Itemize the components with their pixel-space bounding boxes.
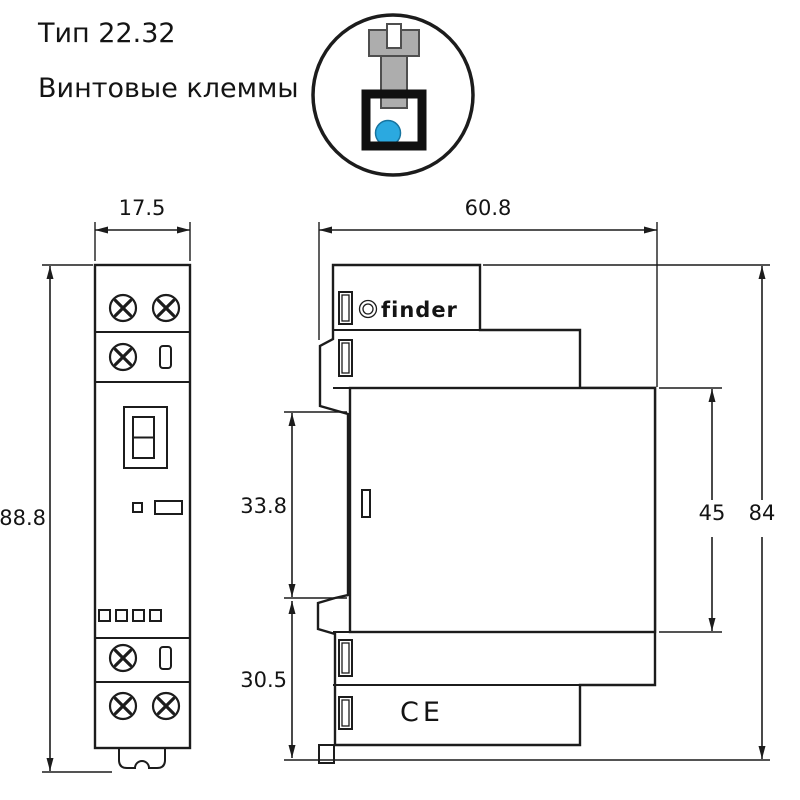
dim-side-upper: 33.8	[240, 411, 347, 599]
led-window	[132, 502, 143, 513]
registered-mark-icon	[362, 303, 374, 315]
screw-icon	[151, 293, 181, 323]
dim-label: 60.8	[465, 196, 512, 220]
front-view	[93, 263, 192, 769]
side-view: finder CE	[316, 263, 657, 764]
dim-label: 30.5	[240, 668, 287, 692]
dim-front-height: 88.8	[0, 264, 112, 773]
dim-label: 45	[699, 501, 726, 525]
terminal-slot	[338, 291, 353, 325]
dim-label: 84	[749, 501, 776, 525]
indicator-windows	[98, 609, 162, 622]
terminals-label: Винтовые клеммы	[38, 73, 299, 104]
terminal-slot	[338, 339, 353, 377]
dim-front-width: 17.5	[94, 196, 191, 261]
terminal-indicator	[159, 345, 172, 369]
dim-side-total-height: 84	[284, 264, 776, 761]
label-window	[154, 500, 183, 515]
manual-switch	[123, 406, 168, 469]
registered-mark-icon	[358, 299, 378, 319]
header: Тип 22.32 Винтовые клеммы	[37, 18, 299, 104]
dim-label: 17.5	[119, 196, 166, 220]
rail-foot	[318, 744, 335, 764]
dim-label: 33.8	[240, 494, 287, 518]
terminal-indicator	[159, 646, 172, 670]
screw-icon	[108, 293, 138, 323]
ce-mark: CE	[400, 697, 444, 728]
clamp-cage-icon	[361, 89, 427, 151]
dim-side-body-height: 45	[659, 387, 726, 633]
screw-icon	[108, 643, 138, 673]
screw-icon	[151, 691, 181, 721]
din-clip	[118, 748, 166, 769]
brand-label: finder	[381, 298, 458, 322]
screw-shaft	[380, 53, 408, 109]
screw-terminal-detail	[311, 13, 475, 177]
screw-icon	[108, 342, 138, 372]
side-body	[348, 386, 657, 634]
side-led-slot	[361, 489, 371, 518]
screw-icon	[108, 691, 138, 721]
dim-side-lower: 30.5	[240, 601, 296, 758]
type-label: Тип 22.32	[37, 18, 176, 49]
dim-side-depth: 60.8	[318, 196, 658, 387]
terminal-slot	[338, 639, 353, 677]
finder-logo: finder	[358, 298, 458, 322]
dimensions: 17.5 88.8 60.8 33.8	[0, 196, 776, 773]
dim-label: 88.8	[0, 506, 46, 530]
terminal-slot	[338, 696, 353, 730]
screw-slot	[386, 23, 402, 49]
